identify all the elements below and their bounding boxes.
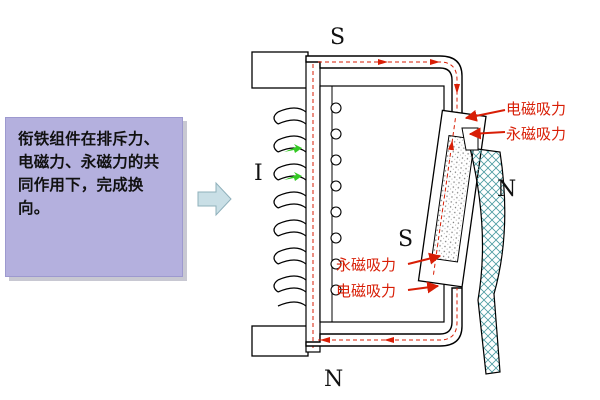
yoke-frame	[305, 55, 463, 347]
label-coil-i: I	[254, 161, 263, 186]
description-text: 衔铁组件在排斥力、电磁力、永磁力的共同作用下，完成换向。	[18, 130, 160, 217]
force-right-electromagnetic: 电磁吸力	[506, 100, 566, 118]
force-left-permanent: 永磁吸力	[336, 256, 396, 274]
force-left-electromagnetic: 电磁吸力	[336, 282, 396, 300]
top-block	[251, 51, 309, 89]
label-n-right: N	[497, 177, 516, 202]
bottom-block	[251, 325, 309, 357]
coil-arrow-down	[284, 172, 302, 181]
force-right-permanent: 永磁吸力	[506, 125, 566, 143]
label-s-middle: S	[398, 227, 413, 252]
description-box: 衔铁组件在排斥力、电磁力、永磁力的共同作用下，完成换向。	[5, 117, 183, 277]
contact-spring	[469, 147, 506, 375]
coil-arrow-up	[284, 144, 302, 153]
block-arrow	[197, 181, 232, 217]
coil-spring	[273, 107, 307, 307]
armature	[417, 109, 487, 288]
inner-bobbin	[319, 85, 445, 323]
winding-circles	[330, 102, 342, 296]
label-s-top: S	[330, 25, 345, 50]
label-n-bottom: N	[324, 367, 343, 392]
permanent-magnet	[431, 134, 476, 263]
